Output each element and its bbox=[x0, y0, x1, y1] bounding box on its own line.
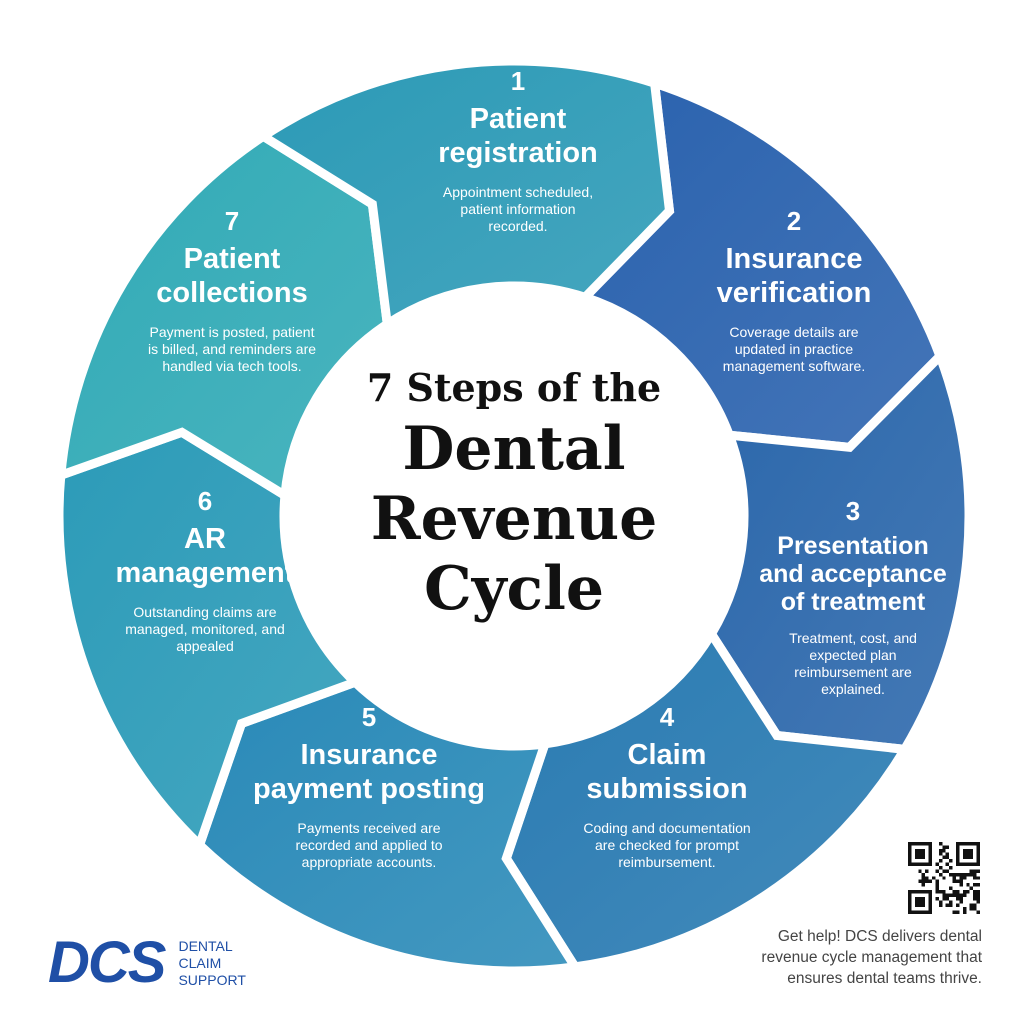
step-3: 3 Presentation and acceptance of treatme… bbox=[733, 496, 973, 698]
call-to-action-text: Get help! DCS delivers dental revenue cy… bbox=[761, 928, 982, 987]
logo-mark: DCS bbox=[48, 930, 166, 995]
step-3-number: 3 bbox=[845, 496, 861, 526]
step-5-description: Payments received are recorded and appli… bbox=[295, 820, 443, 870]
ring-segment-2 bbox=[706, 347, 974, 755]
step-6-title-line2: management bbox=[115, 557, 295, 589]
step-5-number: 5 bbox=[361, 702, 377, 732]
step-7-title-line2: collections bbox=[156, 277, 308, 309]
step-5: 5 Insurance payment posting Payments rec… bbox=[249, 702, 489, 871]
center-circle bbox=[288, 290, 740, 742]
step-4-title-line2: submission bbox=[586, 773, 748, 805]
step-2-title-line2: verification bbox=[716, 277, 872, 309]
step-1-description: Appointment scheduled, patient informati… bbox=[442, 184, 594, 234]
center-title-line1: 7 Steps of the bbox=[366, 365, 662, 410]
step-3-title-line3: of treatment bbox=[780, 588, 926, 616]
step-6-description: Outstanding claims are managed, monitore… bbox=[125, 604, 285, 654]
step-4-number: 4 bbox=[659, 702, 675, 732]
center-title-line2: Dental bbox=[402, 414, 626, 484]
step-1-title-line1: Patient bbox=[469, 103, 567, 135]
step-6-number: 6 bbox=[197, 486, 213, 516]
logo-line1: DENTAL bbox=[178, 937, 233, 954]
ring-segment-1 bbox=[576, 76, 946, 452]
step-7-number: 7 bbox=[224, 206, 240, 236]
ring-segment-6 bbox=[55, 130, 393, 504]
step-1-number: 1 bbox=[510, 66, 526, 96]
step-5-title-line1: Insurance bbox=[300, 739, 438, 771]
step-1-title-line2: registration bbox=[438, 137, 598, 169]
dcs-logo: DCS DENTAL CLAIM SUPPORT bbox=[48, 933, 246, 993]
logo-line3: SUPPORT bbox=[178, 971, 246, 988]
step-1: 1 Patient registration Appointment sched… bbox=[398, 66, 638, 235]
step-2: 2 Insurance verification Coverage detail… bbox=[674, 206, 914, 375]
center-title: 7 Steps of the Dental Revenue Cycle bbox=[314, 362, 714, 624]
step-3-title-line2: and acceptance bbox=[759, 560, 947, 588]
step-7-title-line1: Patient bbox=[183, 243, 281, 275]
step-2-number: 2 bbox=[786, 206, 802, 236]
ring-segment-7 bbox=[255, 56, 675, 332]
step-4-title-line1: Claim bbox=[627, 739, 707, 771]
ring-segment-4 bbox=[194, 677, 583, 976]
step-7: 7 Patient collections Payment is posted,… bbox=[112, 206, 352, 375]
step-2-title-line1: Insurance bbox=[725, 243, 863, 275]
ring-segment-5 bbox=[54, 427, 364, 853]
step-4: 4 Claim submission Coding and documentat… bbox=[547, 702, 787, 871]
step-3-description: Treatment, cost, and expected plan reimb… bbox=[789, 630, 917, 697]
step-6-title-line1: AR bbox=[184, 523, 226, 555]
step-2-description: Coverage details are updated in practice… bbox=[722, 324, 866, 374]
center-title-line4: Cycle bbox=[423, 554, 605, 624]
step-3-title-line1: Presentation bbox=[777, 532, 929, 560]
logo-line2: CLAIM bbox=[178, 954, 222, 971]
qr-code-icon bbox=[908, 842, 980, 914]
step-6: 6 AR management Outstanding claims are m… bbox=[85, 486, 325, 655]
step-7-description: Payment is posted, patient is billed, an… bbox=[147, 324, 317, 374]
step-5-title-line2: payment posting bbox=[252, 773, 485, 805]
center-title-line3: Revenue bbox=[370, 484, 658, 554]
step-4-description: Coding and documentation are checked for… bbox=[583, 820, 751, 870]
ring-segment-3 bbox=[501, 625, 913, 972]
logo-wordmark: DENTAL CLAIM SUPPORT bbox=[178, 938, 245, 989]
